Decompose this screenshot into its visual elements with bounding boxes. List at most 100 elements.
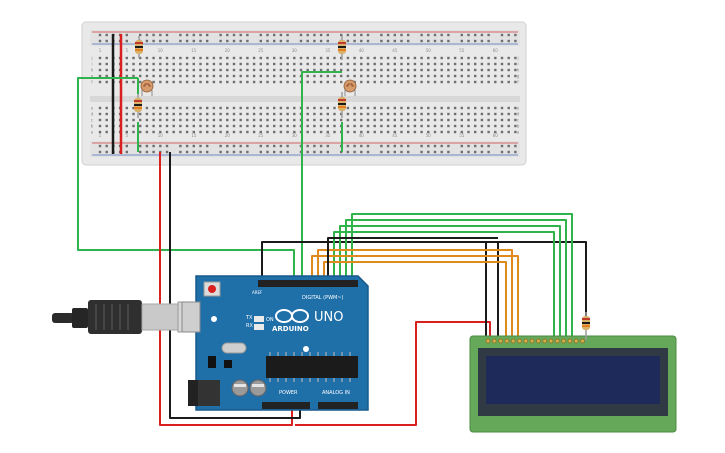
breadboard-hole[interactable] xyxy=(467,124,470,128)
breadboard-hole[interactable] xyxy=(293,68,296,72)
breadboard-hole[interactable] xyxy=(447,62,450,66)
breadboard-hole[interactable] xyxy=(413,124,417,128)
breadboard-hole[interactable] xyxy=(259,62,262,66)
breadboard-hole[interactable] xyxy=(474,62,477,66)
breadboard-hole[interactable] xyxy=(380,130,383,134)
breadboard-hole[interactable] xyxy=(319,112,323,116)
breadboard-hole[interactable] xyxy=(306,124,309,128)
breadboard-hole[interactable] xyxy=(340,62,343,66)
breadboard-hole[interactable] xyxy=(353,74,356,78)
breadboard-hole[interactable] xyxy=(393,33,396,37)
breadboard-hole[interactable] xyxy=(266,74,269,78)
breadboard-hole[interactable] xyxy=(433,68,437,72)
breadboard-hole[interactable] xyxy=(319,106,323,110)
breadboard-hole[interactable] xyxy=(98,39,102,43)
breadboard-hole[interactable] xyxy=(252,124,256,128)
breadboard-hole[interactable] xyxy=(212,106,216,110)
breadboard-hole[interactable] xyxy=(313,150,316,154)
breadboard-hole[interactable] xyxy=(179,39,182,43)
breadboard-hole[interactable] xyxy=(139,130,142,134)
breadboard-hole[interactable] xyxy=(346,62,350,66)
breadboard-hole[interactable] xyxy=(98,33,102,37)
breadboard-hole[interactable] xyxy=(360,106,363,110)
breadboard-hole[interactable] xyxy=(185,74,189,78)
breadboard-hole[interactable] xyxy=(212,112,216,116)
breadboard-hole[interactable] xyxy=(386,112,390,116)
breadboard-hole[interactable] xyxy=(420,144,423,148)
breadboard-hole[interactable] xyxy=(212,74,216,78)
breadboard-hole[interactable] xyxy=(353,130,356,134)
breadboard-hole[interactable] xyxy=(373,118,376,122)
breadboard-hole[interactable] xyxy=(159,62,162,66)
wires[interactable] xyxy=(77,71,587,426)
breadboard-hole[interactable] xyxy=(179,56,182,60)
breadboard-hole[interactable] xyxy=(380,112,383,116)
breadboard-hole[interactable] xyxy=(192,106,195,110)
breadboard-hole[interactable] xyxy=(453,74,457,78)
breadboard-hole[interactable] xyxy=(507,68,510,72)
breadboard-hole[interactable] xyxy=(460,106,463,110)
breadboard-hole[interactable] xyxy=(393,80,396,84)
breadboard-hole[interactable] xyxy=(400,112,403,116)
breadboard-hole[interactable] xyxy=(266,130,269,134)
wire-orange-d11[interactable] xyxy=(311,255,519,338)
breadboard-hole[interactable] xyxy=(507,106,510,110)
breadboard-hole[interactable] xyxy=(467,80,470,84)
breadboard-hole[interactable] xyxy=(219,150,222,154)
breadboard-hole[interactable] xyxy=(373,68,376,72)
breadboard-hole[interactable] xyxy=(246,68,249,72)
breadboard-hole[interactable] xyxy=(360,144,363,148)
breadboard-hole[interactable] xyxy=(386,130,390,134)
breadboard-hole[interactable] xyxy=(165,130,169,134)
breadboard-hole[interactable] xyxy=(219,68,222,72)
breadboard-hole[interactable] xyxy=(179,68,182,72)
breadboard-hole[interactable] xyxy=(125,106,128,110)
breadboard-hole[interactable] xyxy=(212,118,216,122)
breadboard-hole[interactable] xyxy=(192,80,195,84)
breadboard-hole[interactable] xyxy=(386,56,390,60)
breadboard-hole[interactable] xyxy=(447,74,450,78)
breadboard-hole[interactable] xyxy=(453,106,457,110)
breadboard-hole[interactable] xyxy=(487,112,490,116)
breadboard-hole[interactable] xyxy=(474,68,477,72)
breadboard-hole[interactable] xyxy=(366,130,370,134)
breadboard-hole[interactable] xyxy=(447,39,450,43)
breadboard-hole[interactable] xyxy=(206,39,209,43)
breadboard-hole[interactable] xyxy=(145,33,149,37)
breadboard-hole[interactable] xyxy=(98,118,102,122)
breadboard-hole[interactable] xyxy=(467,68,470,72)
breadboard-hole[interactable] xyxy=(500,124,504,128)
breadboard-hole[interactable] xyxy=(319,33,323,37)
breadboard-hole[interactable] xyxy=(453,62,457,66)
breadboard-hole[interactable] xyxy=(259,56,262,60)
breadboard-hole[interactable] xyxy=(447,68,450,72)
breadboard-hole[interactable] xyxy=(407,56,410,60)
breadboard-hole[interactable] xyxy=(427,144,430,148)
breadboard-hole[interactable] xyxy=(360,62,363,66)
breadboard-hole[interactable] xyxy=(360,74,363,78)
breadboard-hole[interactable] xyxy=(366,118,370,122)
breadboard-hole[interactable] xyxy=(252,68,256,72)
breadboard-hole[interactable] xyxy=(407,130,410,134)
breadboard-hole[interactable] xyxy=(346,150,350,154)
breadboard-hole[interactable] xyxy=(494,106,497,110)
breadboard-hole[interactable] xyxy=(366,74,370,78)
breadboard-hole[interactable] xyxy=(125,33,128,37)
breadboard-hole[interactable] xyxy=(165,33,169,37)
breadboard-hole[interactable] xyxy=(105,106,108,110)
breadboard-hole[interactable] xyxy=(453,124,457,128)
breadboard-hole[interactable] xyxy=(206,124,209,128)
breadboard-hole[interactable] xyxy=(380,144,383,148)
breadboard-hole[interactable] xyxy=(152,130,155,134)
breadboard-hole[interactable] xyxy=(313,74,316,78)
breadboard-hole[interactable] xyxy=(212,124,216,128)
breadboard-hole[interactable] xyxy=(427,68,430,72)
lcd-pin[interactable] xyxy=(573,338,579,344)
breadboard-hole[interactable] xyxy=(239,144,242,148)
breadboard-hole[interactable] xyxy=(152,124,155,128)
breadboard-hole[interactable] xyxy=(105,130,108,134)
breadboard-hole[interactable] xyxy=(487,33,490,37)
breadboard-hole[interactable] xyxy=(453,130,457,134)
breadboard-hole[interactable] xyxy=(420,112,423,116)
breadboard-hole[interactable] xyxy=(500,144,504,148)
